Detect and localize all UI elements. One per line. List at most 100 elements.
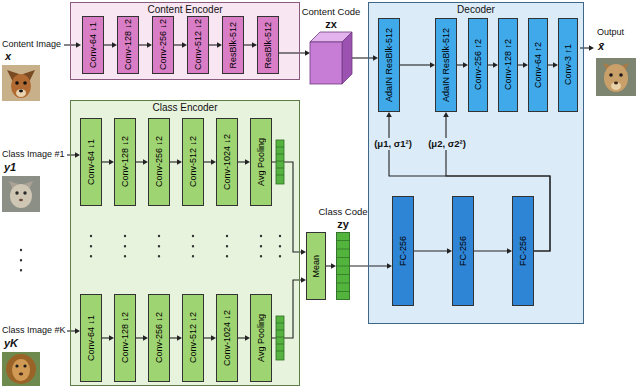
connector-line bbox=[350, 265, 388, 266]
output-image-photo bbox=[596, 58, 636, 96]
output-muzzle bbox=[611, 82, 621, 90]
encoder-layer-block: Conv-128 ↓2 bbox=[117, 16, 139, 74]
class-image-photo bbox=[2, 352, 40, 386]
vector-outline bbox=[336, 232, 350, 300]
connector-line bbox=[170, 337, 178, 338]
image-caption: Class Image #1 bbox=[2, 149, 65, 160]
connector-line bbox=[136, 337, 144, 338]
cube-front-face bbox=[310, 42, 342, 84]
content-encoder-panel: Content EncoderConv-64 ↓1Conv-128 ↓2Conv… bbox=[70, 2, 300, 80]
connector bbox=[350, 263, 392, 269]
layer-label: FC-256 bbox=[519, 236, 528, 266]
parameter-label-patch: (μ1, σ1²) bbox=[373, 138, 413, 150]
content-image-photo bbox=[2, 65, 40, 101]
layer-label: ResBlk-512 bbox=[229, 22, 238, 69]
parameter-label: (μ2, σ2²) bbox=[428, 138, 466, 150]
connector-line bbox=[170, 161, 178, 162]
connector-line bbox=[457, 64, 464, 65]
connector-line bbox=[474, 250, 508, 251]
ellipsis-dots bbox=[192, 236, 194, 266]
ellipsis-dots bbox=[20, 250, 22, 280]
cat-nose bbox=[19, 199, 23, 202]
layer-label: Conv-64 ↓1 bbox=[87, 315, 96, 361]
connector bbox=[548, 62, 558, 68]
content-code-tensor: Content Codezx bbox=[310, 32, 352, 84]
dog-eye bbox=[15, 81, 19, 85]
photo-background bbox=[596, 58, 636, 96]
connector-line bbox=[414, 250, 448, 251]
arrowhead bbox=[589, 45, 594, 51]
output-arrow bbox=[580, 45, 594, 51]
vector-cells bbox=[337, 241, 350, 292]
cube-outline bbox=[310, 32, 352, 84]
connector-line bbox=[136, 161, 144, 162]
parameter-label: (μ1, σ1²) bbox=[374, 138, 412, 150]
connector bbox=[326, 263, 336, 269]
fc-layer-block: FC-256 bbox=[392, 196, 414, 306]
layer-label: Avg Pooling bbox=[257, 138, 266, 186]
connector-line bbox=[244, 44, 253, 45]
photo-background bbox=[2, 65, 40, 101]
math-symbol: x̄ bbox=[598, 40, 604, 52]
input-arrow bbox=[64, 42, 81, 48]
layer-label: Conv-256 ↓2 bbox=[155, 312, 164, 363]
connector bbox=[279, 50, 310, 56]
class-layer-block: Conv-64 ↓1 bbox=[80, 118, 102, 206]
image-label: Output bbox=[597, 27, 624, 38]
class-layer-block: Conv-1024 ↓2 bbox=[216, 294, 238, 382]
decoder-layer-block: Conv-64 ↑2 bbox=[528, 18, 548, 112]
layer-label: FC-256 bbox=[459, 236, 468, 266]
connector bbox=[170, 159, 182, 165]
ellipsis-dots bbox=[226, 236, 228, 266]
connector bbox=[102, 335, 114, 341]
class-layer-block: Avg Pooling bbox=[250, 294, 272, 382]
input-arrow-line bbox=[67, 154, 76, 155]
input-arrow-line bbox=[67, 330, 76, 331]
class-image-photo bbox=[2, 176, 40, 212]
connector bbox=[414, 248, 452, 254]
connector bbox=[209, 42, 222, 48]
layer-label: Conv-3 ↑1 bbox=[564, 44, 573, 85]
connector bbox=[244, 42, 257, 48]
ellipsis-dots bbox=[279, 236, 281, 266]
decoder-layer-block: AdaIN ResBlk-512 bbox=[435, 18, 457, 112]
encoder-layer-block: ResBlk-512 bbox=[257, 16, 279, 74]
output-eye bbox=[619, 73, 623, 77]
connector bbox=[104, 42, 117, 48]
decoder-layer-block: Conv-3 ↑1 bbox=[558, 18, 578, 112]
ellipsis-dots bbox=[124, 236, 126, 266]
code-symbol: zy bbox=[318, 218, 367, 230]
input-arrow bbox=[67, 328, 80, 334]
class-layer-block: Conv-512 ↓2 bbox=[182, 118, 204, 206]
class-layer-block: Conv-128 ↓2 bbox=[114, 294, 136, 382]
connector-line bbox=[104, 44, 113, 45]
ellipsis-dots bbox=[260, 236, 262, 266]
image-label: Content Image bbox=[2, 39, 61, 50]
cat-eye bbox=[23, 191, 26, 194]
connector bbox=[474, 248, 512, 254]
dog-eye bbox=[23, 81, 27, 85]
lion-eye bbox=[23, 364, 26, 367]
ellipsis-dots bbox=[21, 236, 280, 280]
connector bbox=[102, 159, 114, 165]
fc-layer-block: FC-256 bbox=[512, 196, 534, 306]
connector-line bbox=[174, 44, 183, 45]
class-layer-block: Conv-128 ↓2 bbox=[114, 118, 136, 206]
output-head bbox=[604, 64, 628, 92]
feature-vector-cells bbox=[276, 323, 284, 351]
arrowhead bbox=[305, 50, 310, 56]
connector-line bbox=[400, 64, 431, 65]
connector-line bbox=[209, 44, 218, 45]
class-layer-block: Conv-64 ↓1 bbox=[80, 294, 102, 382]
panel-title: Class Encoder bbox=[71, 102, 299, 114]
mean-block: Mean bbox=[306, 232, 326, 300]
class-code-vector: Class Codezy bbox=[336, 232, 350, 300]
layer-label: AdaIN ResBlk-512 bbox=[442, 28, 451, 102]
feature-vector-bar bbox=[276, 316, 284, 360]
connector-line bbox=[102, 337, 110, 338]
layer-label: AdaIN ResBlk-512 bbox=[385, 28, 394, 102]
photo-background bbox=[2, 176, 40, 212]
feature-vector-cells bbox=[276, 147, 284, 175]
class-layer-block: Conv-256 ↓2 bbox=[148, 294, 170, 382]
code-symbol: zx bbox=[302, 18, 361, 30]
